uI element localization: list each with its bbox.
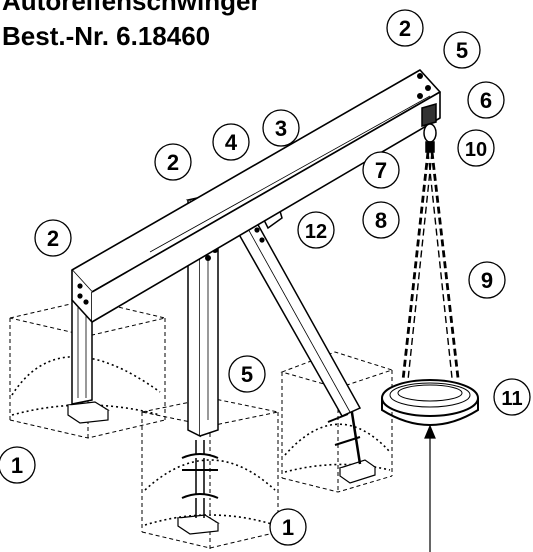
swing-chains <box>401 151 460 381</box>
callout-2: 5 <box>443 31 481 69</box>
callout-3: 3 <box>262 109 300 147</box>
callout-circle <box>262 109 300 147</box>
callout-13: 5 <box>228 355 266 393</box>
callout-label: 2 <box>167 150 179 175</box>
callout-4: 6 <box>467 81 505 119</box>
callout-circle <box>457 129 495 167</box>
callout-circle <box>34 219 72 257</box>
callout-label: 10 <box>465 139 487 161</box>
callout-label: 1 <box>282 515 294 540</box>
callout-6: 2 <box>154 143 192 181</box>
callout-label: 9 <box>481 268 493 293</box>
callout-label: 11 <box>501 388 522 410</box>
title-line-2: Best.-Nr. 6.18460 <box>2 21 211 51</box>
bolts-strut <box>254 227 265 243</box>
swing-hanger <box>421 103 437 153</box>
callout-circle <box>493 378 531 416</box>
left-leg <box>71 295 93 405</box>
anchors <box>66 338 377 535</box>
callout-label: 3 <box>275 116 287 141</box>
title-line-1: Autoreifenschwinger <box>2 0 261 16</box>
callout-16: 1 <box>269 508 307 546</box>
bolts-beam <box>77 73 431 305</box>
callout-label: 4 <box>225 130 238 155</box>
main-beam <box>71 69 441 323</box>
callout-circle <box>154 143 192 181</box>
callout-circle <box>443 31 481 69</box>
callout-10: 12 <box>297 211 335 249</box>
callout-circle <box>297 211 335 249</box>
callout-circle <box>228 355 266 393</box>
callout-15: 1 <box>0 446 36 484</box>
tire-seat <box>381 379 479 426</box>
callout-14: 11 <box>493 378 531 416</box>
callout-label: 5 <box>241 362 253 387</box>
callout-circle <box>0 446 36 484</box>
callout-label: 8 <box>375 208 387 233</box>
callout-circle <box>467 81 505 119</box>
callout-circle <box>362 201 400 239</box>
arrow-pointer <box>424 424 436 552</box>
callout-11: 2 <box>34 219 72 257</box>
callout-label: 1 <box>11 453 23 478</box>
callout-label: 2 <box>47 226 59 251</box>
callout-circle <box>362 151 400 189</box>
callout-5: 4 <box>212 123 250 161</box>
callout-circle <box>212 123 250 161</box>
callout-label: 12 <box>305 221 327 243</box>
callout-7: 10 <box>457 129 495 167</box>
callout-circle <box>468 261 506 299</box>
callout-12: 9 <box>468 261 506 299</box>
callout-label: 5 <box>456 38 468 63</box>
callout-1: 2 <box>386 9 424 47</box>
callout-label: 2 <box>399 16 411 41</box>
callout-9: 8 <box>362 201 400 239</box>
callout-circle <box>386 9 424 47</box>
callout-label: 7 <box>375 158 387 183</box>
callout-circle <box>269 508 307 546</box>
callout-label: 6 <box>480 88 492 113</box>
callout-8: 7 <box>362 151 400 189</box>
